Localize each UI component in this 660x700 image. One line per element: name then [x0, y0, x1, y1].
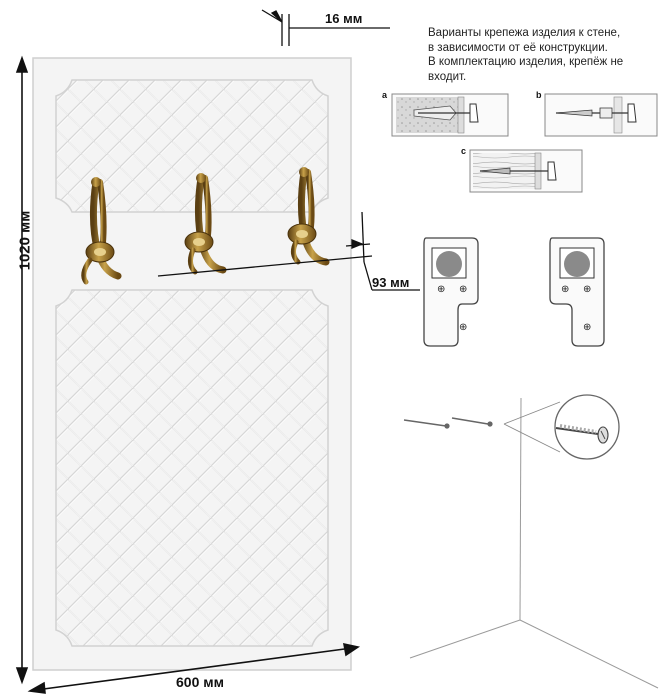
variant-b-label: b	[536, 90, 542, 100]
width-dimension-label: 600 мм	[176, 674, 224, 690]
depth-dimension-label: 16 мм	[325, 11, 363, 26]
note-line: В комплектацию изделия, крепёж не	[428, 56, 624, 68]
svg-text:⊕: ⊕	[459, 322, 467, 333]
height-dimension-label: 1020 мм	[16, 210, 34, 271]
mount-variant-a	[391, 93, 509, 137]
hook-right	[287, 167, 330, 266]
depth-dimension-line	[261, 9, 390, 46]
mount-variant-c	[469, 149, 583, 193]
variant-c-label: c	[461, 146, 467, 156]
hook-offset-dimension-label: 93 мм	[372, 275, 410, 290]
mounting-bracket-left: ⊕ ⊕ ⊕	[423, 237, 479, 347]
coat-rack-panel	[32, 57, 352, 671]
hook-middle	[184, 173, 227, 275]
mount-variant-b	[544, 93, 658, 137]
width-dimension-line	[27, 642, 361, 694]
mounting-note: Варианты крепежа изделия к стене, в зави…	[428, 26, 658, 84]
svg-text:⊕: ⊕	[437, 284, 445, 295]
wall-corner	[409, 397, 659, 689]
wall-screw-2	[451, 417, 493, 427]
screw-magnifier-callout	[503, 394, 620, 460]
hook-offset-dimension-line	[157, 211, 420, 291]
lower-lattice-panel	[55, 289, 329, 647]
hook-left	[81, 177, 122, 285]
mounting-bracket-right: ⊕ ⊕ ⊕	[549, 237, 605, 347]
variant-a-label: a	[382, 90, 388, 100]
note-line: Варианты крепежа изделия к стене,	[428, 27, 621, 39]
note-line: в зависимости от её конструкции.	[428, 41, 608, 54]
svg-text:⊕: ⊕	[561, 284, 569, 295]
svg-text:⊕: ⊕	[459, 284, 467, 295]
svg-text:⊕: ⊕	[583, 284, 591, 295]
height-dimension-line	[15, 55, 29, 685]
wall-screw-1	[403, 419, 450, 429]
svg-text:⊕: ⊕	[583, 322, 591, 333]
note-line: входит.	[428, 70, 467, 83]
